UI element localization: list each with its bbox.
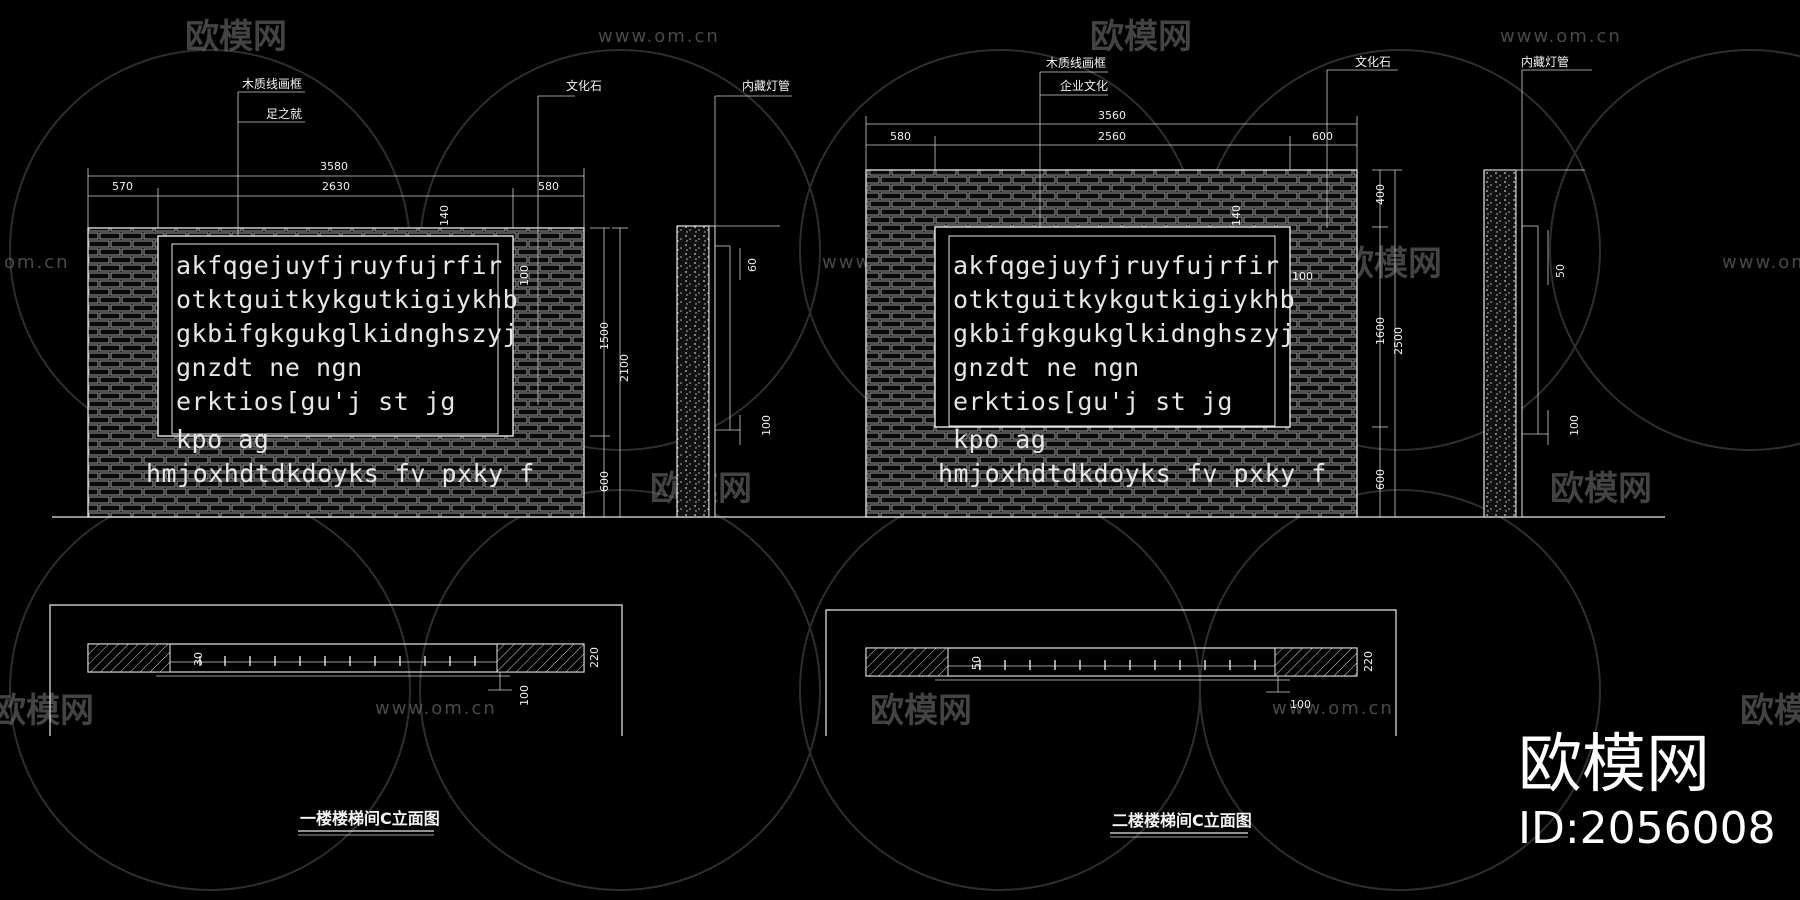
callout-culture-stone: 文化石 bbox=[1355, 54, 1391, 69]
dim-p220: 220 bbox=[588, 647, 601, 668]
dim-left: 570 bbox=[112, 180, 133, 193]
left-callouts: 木质线画框 足之就 文化石 内藏灯管 bbox=[237, 77, 792, 405]
dim-mid: 2630 bbox=[322, 180, 350, 193]
right-vertical-dimensions: 400 1600 2500 600 140 100 bbox=[1230, 169, 1405, 517]
watermark-brand: 欧模网 bbox=[870, 691, 972, 731]
left-plan-view: 30 220 100 bbox=[49, 604, 623, 736]
left-text-line: hmjoxhdtdkdoyks fv pxky f bbox=[146, 459, 535, 488]
left-text-line: erktios[gu'j st jg bbox=[176, 387, 456, 416]
callout-frame-text: 足之就 bbox=[266, 107, 302, 121]
dim-left: 580 bbox=[890, 130, 911, 143]
dim-p100: 100 bbox=[518, 685, 531, 706]
left-text-line: kpo ag bbox=[176, 425, 269, 454]
right-text-line: gkbifgkgukglkidnghszyj bbox=[953, 319, 1295, 348]
callout-hidden-light: 内藏灯管 bbox=[1521, 54, 1569, 69]
left-text-line: gnzdt ne ngn bbox=[176, 353, 363, 382]
dim-h2500: 2500 bbox=[1392, 327, 1405, 355]
left-section-wall bbox=[676, 225, 710, 518]
right-text-line: akfqgejuyfjruyfujrfir bbox=[953, 251, 1280, 280]
left-plan-hatch-right bbox=[496, 643, 585, 673]
dim-h2100: 2100 bbox=[618, 354, 631, 382]
right-drawing-title: 二楼楼梯间C立面图 bbox=[1112, 811, 1252, 830]
dim-d140: 140 bbox=[438, 205, 451, 226]
callout-wood-frame: 木质线画框 bbox=[242, 77, 302, 91]
right-text-line: erktios[gu'j st jg bbox=[953, 387, 1233, 416]
right-elevation: akfqgejuyfjruyfujrfir otktguitkykgutkigi… bbox=[825, 54, 1592, 838]
dim-d100: 100 bbox=[1292, 270, 1313, 283]
left-text-line: akfqgejuyfjruyfujrfir bbox=[176, 251, 503, 280]
dim-p220: 220 bbox=[1362, 651, 1375, 672]
right-section-wall bbox=[1483, 169, 1517, 518]
right-text-line: hmjoxhdtdkdoyks fv pxky f bbox=[938, 459, 1327, 488]
callout-culture-stone: 文化石 bbox=[566, 78, 602, 93]
watermark-brand: 欧模网 bbox=[0, 691, 94, 731]
dim-total: 3560 bbox=[1098, 109, 1126, 122]
watermark-brand: 欧模网 bbox=[1740, 691, 1800, 731]
dim-h600: 600 bbox=[1374, 469, 1387, 490]
dim-h1600: 1600 bbox=[1374, 317, 1387, 345]
left-plan-hatch-left bbox=[87, 643, 171, 673]
dim-h1500: 1500 bbox=[598, 322, 611, 350]
dim-mid: 2560 bbox=[1098, 130, 1126, 143]
watermark-brand: 欧模网 bbox=[1090, 17, 1192, 57]
badge-brand: 欧模网 bbox=[1518, 728, 1710, 802]
right-plan-hatch-right bbox=[1274, 647, 1358, 677]
left-elevation: akfqgejuyfjruyfujrfir otktguitkykgutkigi… bbox=[49, 77, 792, 836]
dim-right: 580 bbox=[538, 180, 559, 193]
dim-s100: 100 bbox=[1568, 415, 1581, 436]
dim-h600: 600 bbox=[598, 471, 611, 492]
right-top-dimension: 3560 580 2560 600 bbox=[865, 109, 1358, 170]
dim-s60: 60 bbox=[746, 258, 759, 272]
watermark-url: www.om.cn bbox=[375, 698, 497, 719]
callout-frame-text: 企业文化 bbox=[1060, 78, 1108, 93]
dim-p100: 100 bbox=[1290, 698, 1311, 711]
right-text-line: kpo ag bbox=[953, 425, 1046, 454]
right-section-view: 50 100 bbox=[1483, 169, 1585, 518]
left-text-line: otktguitkykgutkigiykhb bbox=[176, 285, 518, 314]
dim-right: 600 bbox=[1312, 130, 1333, 143]
watermark-brand: 欧模网 bbox=[185, 17, 287, 57]
right-text-line: otktguitkykgutkigiykhb bbox=[953, 285, 1295, 314]
badge-id: ID:2056008 bbox=[1518, 803, 1776, 854]
left-text-line: gkbifgkgukglkidnghszyj bbox=[176, 319, 518, 348]
dim-s50: 50 bbox=[1554, 264, 1567, 278]
dim-s100: 100 bbox=[760, 415, 773, 436]
right-wood-frame-inner bbox=[948, 235, 1276, 427]
watermark-url: www.om.cn bbox=[1500, 26, 1622, 47]
right-plan-hatch-left bbox=[865, 647, 949, 677]
right-frame-text: akfqgejuyfjruyfujrfir otktguitkykgutkigi… bbox=[938, 251, 1327, 488]
right-text-line: gnzdt ne ngn bbox=[953, 353, 1140, 382]
watermark-url: www.om.cn bbox=[1722, 252, 1800, 273]
id-badge: 欧模网 ID:2056008 bbox=[1518, 728, 1776, 854]
watermark-url: www.om.cn bbox=[1272, 698, 1394, 719]
left-vertical-dimensions: 1500 2100 600 140 100 bbox=[438, 205, 631, 517]
watermark-url: www.om.cn bbox=[598, 26, 720, 47]
dim-total: 3580 bbox=[320, 160, 348, 173]
left-top-dimension: 3580 570 2630 580 bbox=[87, 160, 585, 228]
dim-d100: 100 bbox=[518, 265, 531, 286]
dim-p30: 30 bbox=[192, 652, 205, 666]
left-section-view: 60 100 bbox=[676, 225, 780, 518]
dim-p50: 50 bbox=[970, 656, 983, 670]
left-wood-frame-inner bbox=[171, 243, 499, 435]
left-drawing-title: 一楼楼梯间C立面图 bbox=[300, 809, 440, 828]
watermark-brand: 欧模网 bbox=[1550, 469, 1652, 509]
watermark-url-short: om.cn bbox=[4, 252, 70, 273]
callout-hidden-light: 内藏灯管 bbox=[742, 78, 790, 93]
left-frame-text: akfqgejuyfjruyfujrfir otktguitkykgutkigi… bbox=[146, 251, 535, 488]
dim-h400: 400 bbox=[1374, 184, 1387, 205]
right-plan-view: 50 220 100 bbox=[825, 609, 1397, 736]
dim-d140: 140 bbox=[1230, 205, 1243, 226]
callout-wood-frame: 木质线画框 bbox=[1046, 56, 1106, 70]
